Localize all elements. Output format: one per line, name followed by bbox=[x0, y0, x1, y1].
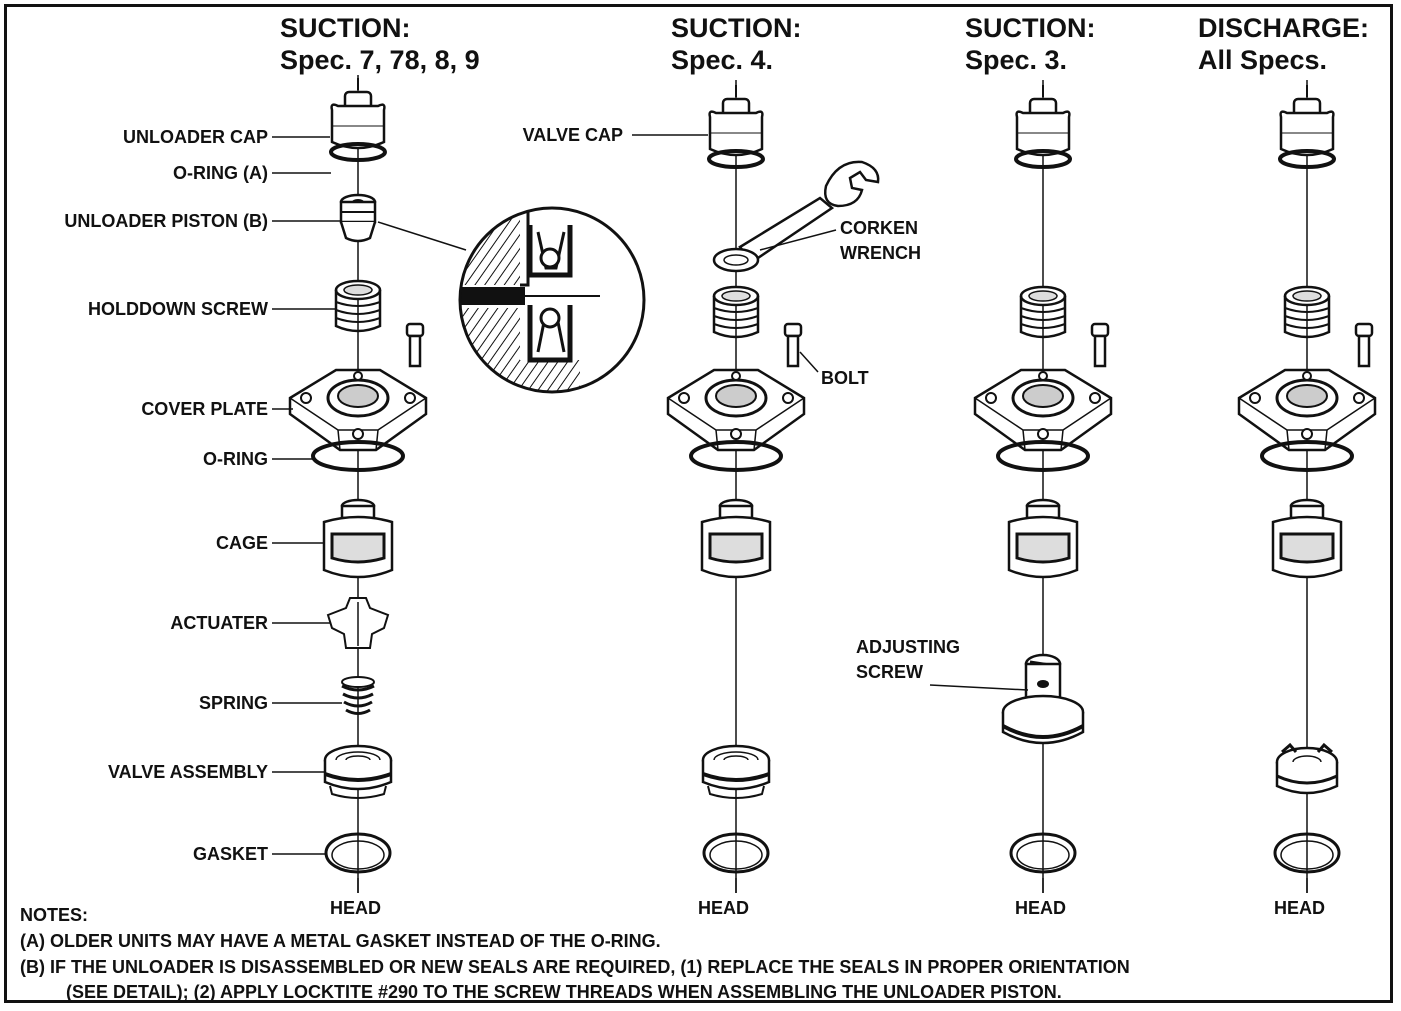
corken-wrench-part bbox=[712, 160, 880, 273]
header-col4-spec: All Specs. bbox=[1198, 45, 1328, 75]
label-unloader-piston: UNLOADER PISTON (B) bbox=[64, 211, 268, 231]
column-1-parts bbox=[288, 75, 428, 893]
header-col2-spec: Spec. 4. bbox=[671, 45, 774, 75]
label-cage: CAGE bbox=[215, 533, 268, 553]
leader-lines bbox=[272, 134, 1308, 893]
actuater-part bbox=[326, 597, 390, 649]
label-o-ring: O-RING bbox=[203, 449, 268, 469]
label-corken-wrench-1: CORKEN bbox=[840, 218, 919, 238]
header-col3-spec: Spec. 3. bbox=[965, 45, 1068, 75]
discharge-valve-part bbox=[1275, 742, 1339, 795]
notes-title: NOTES: bbox=[20, 905, 89, 925]
header-col1-spec: Spec. 7, 78, 8, 9 bbox=[280, 45, 480, 75]
header-col2: SUCTION: Spec. 4. bbox=[671, 12, 802, 76]
note-b-line1: (B) IF THE UNLOADER IS DISASSEMBLED OR N… bbox=[20, 957, 1130, 977]
spring-part bbox=[341, 676, 375, 715]
label-corken-wrench-2: WRENCH bbox=[840, 243, 921, 263]
label-valve-assembly: VALVE ASSEMBLY bbox=[107, 762, 268, 782]
header-col4: DISCHARGE: All Specs. bbox=[1198, 12, 1369, 76]
adjusting-screw-part bbox=[1001, 653, 1085, 745]
header-col3-title: SUCTION: bbox=[965, 13, 1096, 43]
label-spring: SPRING bbox=[198, 693, 268, 713]
note-b-line2: (SEE DETAIL); (2) APPLY LOCKTITE #290 TO… bbox=[66, 982, 1062, 1002]
label-adjusting-screw-1: ADJUSTING bbox=[856, 637, 961, 657]
label-adjusting-screw-2: SCREW bbox=[856, 662, 923, 682]
label-cover-plate: COVER PLATE bbox=[141, 399, 268, 419]
seal-detail-circle bbox=[377, 206, 646, 394]
label-unloader-cap: UNLOADER CAP bbox=[122, 127, 268, 147]
diagram-frame bbox=[4, 4, 1393, 1003]
label-bolt: BOLT bbox=[821, 368, 869, 388]
label-head-col1: HEAD bbox=[330, 898, 382, 918]
note-a: (A) OLDER UNITS MAY HAVE A METAL GASKET … bbox=[20, 931, 661, 951]
label-gasket: GASKET bbox=[192, 844, 268, 864]
column-4-parts bbox=[1237, 80, 1377, 893]
header-col1-title: SUCTION: bbox=[280, 13, 411, 43]
header-col1: SUCTION: Spec. 7, 78, 8, 9 bbox=[280, 12, 480, 76]
header-col2-title: SUCTION: bbox=[671, 13, 802, 43]
header-col4-title: DISCHARGE: bbox=[1198, 13, 1370, 43]
label-holddown-screw: HOLDDOWN SCREW bbox=[88, 299, 268, 319]
label-o-ring-a: O-RING (A) bbox=[173, 163, 268, 183]
header-col3: SUCTION: Spec. 3. bbox=[965, 12, 1096, 76]
label-actuater: ACTUATER bbox=[170, 613, 268, 633]
column-2-parts bbox=[666, 80, 880, 893]
label-valve-cap: VALVE CAP bbox=[522, 125, 623, 145]
label-head-col2: HEAD bbox=[698, 898, 750, 918]
column-3-parts bbox=[973, 80, 1113, 893]
label-head-col3: HEAD bbox=[1015, 898, 1067, 918]
label-head-col4: HEAD bbox=[1274, 898, 1326, 918]
unloader-piston-part bbox=[339, 193, 377, 243]
